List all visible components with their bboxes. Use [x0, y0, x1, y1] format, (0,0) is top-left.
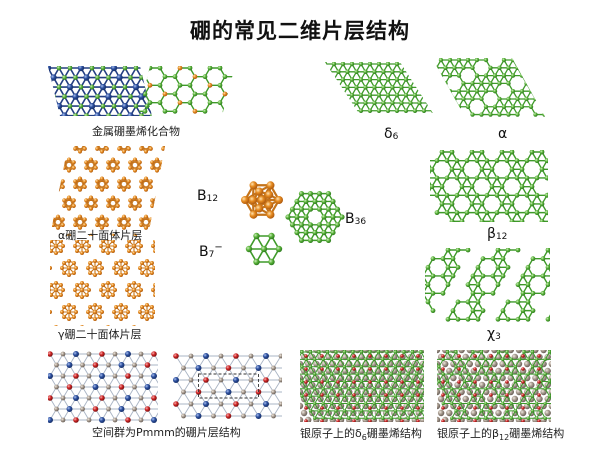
atoms — [142, 66, 235, 114]
atoms — [245, 232, 283, 266]
b7-label-sub: 7 — [208, 250, 215, 260]
pmmm-caption: 空间群为Pmmm的硼片层结构 — [92, 426, 241, 439]
b36-label: B36 — [345, 211, 366, 227]
pmmm-sheet-structure-b — [173, 353, 282, 419]
gamma-icosahedral-sheet-structure — [50, 240, 155, 326]
atoms — [425, 248, 550, 322]
bonds — [49, 353, 158, 421]
b36-cluster — [285, 191, 345, 243]
b7-cluster — [245, 232, 283, 266]
red-sites — [304, 354, 420, 422]
beta12-label: β12 — [487, 226, 507, 242]
atoms — [241, 181, 283, 219]
delta6-silver-caption-post: 硼墨烯结构 — [366, 427, 422, 440]
atoms — [430, 150, 548, 222]
b36-label-main: B — [345, 211, 355, 227]
b12-label-sub: 12 — [206, 194, 219, 204]
beta12-silver-caption-pre: 银原子上的β — [437, 427, 500, 440]
delta6-on-silver-structure — [300, 350, 424, 422]
chi3-label-sub: 3 — [495, 332, 501, 342]
b12-label-main: B — [197, 188, 207, 204]
beta12-silver-caption-post: 硼墨烯结构 — [509, 427, 565, 440]
bonds — [175, 355, 282, 417]
bonds — [325, 62, 436, 112]
beta12-borophene-structure — [430, 150, 548, 222]
red-sites — [441, 354, 541, 422]
b7-label: B7− — [199, 242, 223, 260]
b7-label-sup: − — [214, 242, 223, 253]
atoms — [437, 350, 551, 420]
delta6-silver-caption-sub: 6 — [361, 433, 367, 443]
alpha-label-main: α — [498, 126, 508, 142]
atoms — [48, 351, 157, 423]
b7-label-main: B — [199, 244, 209, 260]
gamma-icosa-caption: γ硼二十面体片层 — [58, 328, 142, 341]
beta12-label-main: β — [487, 226, 496, 242]
metal-boride-orange-structure — [138, 66, 235, 114]
chi3-borophene-structure — [425, 248, 550, 322]
b36-label-sub: 36 — [354, 217, 367, 227]
alpha-borophene-structure — [432, 58, 548, 117]
beta12-label-sub: 12 — [495, 232, 508, 242]
bonds — [425, 248, 550, 320]
atoms — [48, 66, 152, 116]
delta6-borophene-structure — [325, 62, 436, 113]
atoms — [50, 146, 165, 236]
b12-label: B12 — [197, 188, 218, 204]
metal-boride-caption: 金属硼墨烯化合物 — [92, 125, 180, 138]
beta12-on-silver-structure — [437, 350, 551, 422]
beta12-silver-caption: 银原子上的β12硼墨烯结构 — [437, 425, 564, 442]
atoms — [300, 350, 424, 420]
alpha-label: α — [498, 126, 507, 142]
delta6-label-main: δ — [384, 126, 393, 142]
alpha-icosa-caption: α硼二十面体片层 — [58, 229, 143, 242]
delta6-silver-caption: 银原子上的δ6硼墨烯结构 — [300, 425, 422, 442]
atoms — [173, 353, 282, 419]
delta6-label: δ6 — [384, 126, 398, 142]
beta12-silver-caption-sub: 12 — [499, 433, 510, 443]
delta6-silver-caption-pre: 银原子上的δ — [300, 427, 362, 440]
chi3-label: χ3 — [487, 326, 501, 342]
chi3-label-main: χ — [487, 326, 496, 342]
figure-title: 硼的常见二维片层结构 — [190, 19, 410, 43]
b12-cluster — [241, 181, 283, 219]
bonds — [430, 150, 548, 222]
delta6-label-sub: 6 — [392, 132, 399, 142]
atoms — [285, 191, 345, 243]
pmmm-sheet-structure-a — [48, 351, 158, 423]
atoms — [50, 240, 155, 326]
